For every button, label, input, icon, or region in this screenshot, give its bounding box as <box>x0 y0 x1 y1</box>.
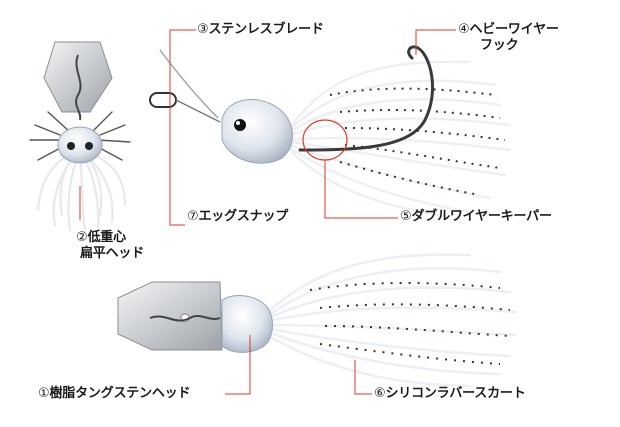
label-low-center-flat-head: ②低重心 扁平ヘッド <box>76 230 144 262</box>
label-text: ヘビーワイヤー <box>469 22 559 37</box>
label-number: ① <box>38 386 50 401</box>
label-number: ② <box>76 230 88 245</box>
front-wire <box>75 54 82 121</box>
leader-hook <box>415 29 456 55</box>
side-hook <box>298 45 434 152</box>
label-number: ④ <box>458 22 470 37</box>
side-snap <box>149 92 177 108</box>
label-double-wire-keeper: ⑤ダブルワイヤーキーパー <box>400 209 552 225</box>
label-number: ③ <box>197 22 209 37</box>
front-head <box>57 126 103 164</box>
label-number: ⑥ <box>374 386 386 401</box>
bottom-head <box>221 295 273 353</box>
bottom-wire <box>149 315 221 322</box>
bottom-blade <box>117 281 223 351</box>
label-text: 低重心 <box>87 230 126 245</box>
label-resin-tungsten-head: ①樹脂タングステンヘッド <box>38 386 190 402</box>
front-eye-left <box>67 142 75 150</box>
label-text: ダブルワイヤーキーパー <box>411 209 552 224</box>
leader-skirt <box>354 360 372 395</box>
bottom-skirt-dots <box>309 282 511 365</box>
leader-resin-head <box>225 335 251 395</box>
side-view-lure <box>149 45 512 217</box>
label-number: ⑦ <box>187 209 199 224</box>
label-text-line2: フック <box>480 38 519 53</box>
side-eye-glint <box>236 121 240 125</box>
label-egg-snap: ⑦エッグスナップ <box>187 209 288 225</box>
leader-lines <box>169 29 456 395</box>
label-text-line2: 扁平ヘッド <box>80 246 145 261</box>
label-text: ステンレスブレード <box>208 22 324 37</box>
label-silicone-rubber-skirt: ⑥シリコンラバースカート <box>374 386 526 402</box>
label-text: シリコンラバースカート <box>385 386 526 401</box>
label-number: ⑤ <box>400 209 412 224</box>
side-eye <box>234 119 246 131</box>
front-eye-right <box>85 142 93 150</box>
side-wire-arm <box>159 49 219 119</box>
front-blade <box>43 41 113 113</box>
side-line <box>175 99 221 123</box>
label-text: 樹脂タングステンヘッド <box>49 386 191 401</box>
bottom-lure <box>117 253 517 388</box>
side-head <box>221 99 294 164</box>
front-view-lure <box>29 41 131 234</box>
bottom-skirt <box>263 253 517 388</box>
label-heavy-wire-hook: ④ヘビーワイヤー フック <box>458 22 559 54</box>
leader-blade <box>169 29 196 226</box>
label-stainless-blade: ③ステンレスブレード <box>197 22 324 38</box>
leader-keeper <box>324 160 398 219</box>
label-text: エッグスナップ <box>198 209 289 224</box>
